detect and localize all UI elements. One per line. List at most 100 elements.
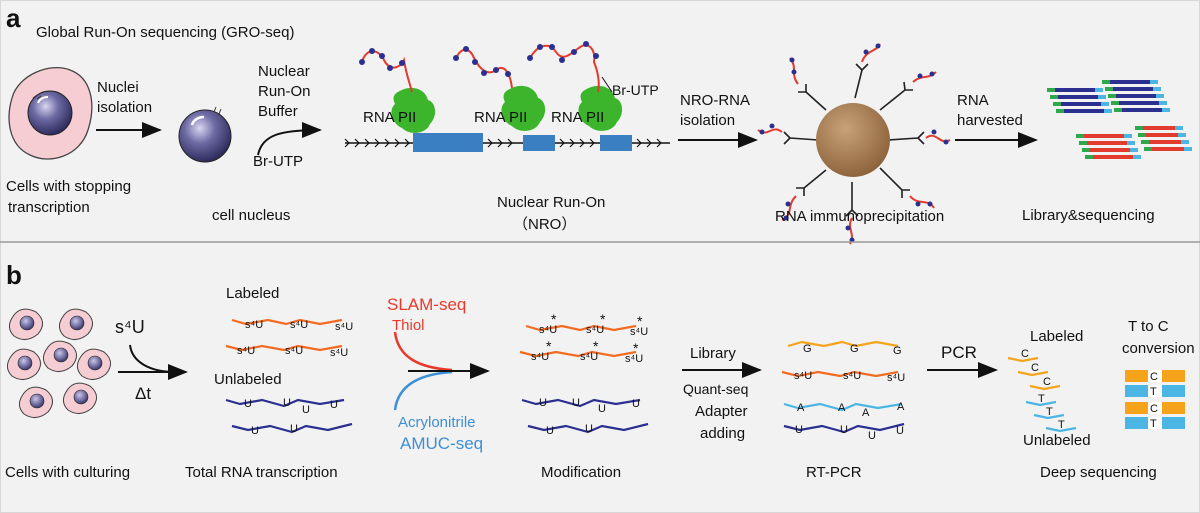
mod-u-2: U <box>572 397 580 409</box>
mod-s4u-1: s⁴U <box>539 324 557 336</box>
rtpcr-unlabeled-strands <box>783 402 905 434</box>
brutp-tag: Br-UTP <box>612 82 659 98</box>
modified-labeled-strands <box>519 324 637 358</box>
t-to-c-label-2: conversion <box>1122 340 1195 357</box>
u-mark-4: U <box>330 399 338 411</box>
arrow-buffer <box>257 122 322 156</box>
g-mark-3: G <box>893 345 902 357</box>
rt-u-4: U <box>896 425 904 437</box>
unlabeled-rna-strands <box>225 398 353 434</box>
library-b-label: Library <box>690 345 736 362</box>
harvest-label-1: RNA <box>957 92 989 109</box>
u-mark-2: U <box>283 397 291 409</box>
a-mark-3: A <box>862 407 870 419</box>
cell-nucleus-label: cell nucleus <box>212 207 290 224</box>
rt-pcr-label: RT-PCR <box>806 464 862 481</box>
amuc-seq-label: AMUC-seq <box>400 434 483 453</box>
conversion-reads-icon <box>1125 370 1185 429</box>
rip-label: RNA immunoprecipitation <box>775 208 944 225</box>
antibody-bead-icon <box>757 43 951 245</box>
adapter-label-2: adding <box>700 425 745 442</box>
read-t-1: T <box>1038 393 1045 405</box>
s4u-mark-4: s⁴U <box>237 345 255 357</box>
unlabeled-label: Unlabeled <box>214 371 282 388</box>
harvest-label-2: harvested <box>957 112 1023 129</box>
acrylonitrile-label: Acrylonitrile <box>398 414 476 431</box>
stopped-cell-icon <box>8 67 93 160</box>
mod-u-1: U <box>539 397 547 409</box>
library-reads-icon <box>1047 80 1192 159</box>
delta-t-label: Δt <box>135 384 151 403</box>
star-5: * <box>593 338 599 354</box>
s4u-mark-6: s⁴U <box>330 347 348 359</box>
nuclei-label-2: isolation <box>97 99 152 116</box>
rt-u-1: U <box>795 424 803 436</box>
brutp-pointer <box>601 76 613 93</box>
mod-u-3: U <box>598 403 606 415</box>
star-1: * <box>551 311 557 327</box>
read-c-2: C <box>1031 362 1039 374</box>
rt-u-2: U <box>840 424 848 436</box>
read-t-2: T <box>1046 406 1053 418</box>
nro-rna-label-1: NRO-RNA <box>680 92 750 109</box>
modified-unlabeled-strands <box>521 398 649 434</box>
nascent-rna <box>361 44 600 93</box>
panel-a-title: Global Run-On sequencing (GRO-seq) <box>36 24 294 41</box>
u-mark-3: U <box>302 404 310 416</box>
rna-pii-label-3: RNA PII <box>551 109 604 126</box>
conv-c-1: C <box>1150 371 1158 383</box>
u-mark-1: U <box>244 398 252 410</box>
thiol-label: Thiol <box>392 317 425 334</box>
brutp-label: Br-UTP <box>253 153 303 170</box>
mod-s4u-6: s⁴U <box>625 353 643 365</box>
labeled-2-label: Labeled <box>1030 328 1083 345</box>
amuc-curve <box>393 370 453 411</box>
panel-a-letter: a <box>6 3 21 33</box>
labeled-label: Labeled <box>226 285 279 302</box>
read-t-3: T <box>1058 419 1065 431</box>
s4u-reagent-label: s⁴U <box>115 317 145 337</box>
star-4: * <box>546 338 552 354</box>
pcr-label: PCR <box>941 343 977 362</box>
u-mark-6: U <box>290 423 298 435</box>
rna-pii-label-1: RNA PII <box>363 109 416 126</box>
cell-nucleus-icon <box>178 106 232 163</box>
mod-s4u-4: s⁴U <box>531 351 549 363</box>
adapter-label-1: Adapter <box>695 403 748 420</box>
mod-s4u-5: s⁴U <box>580 351 598 363</box>
buffer-label-3: Buffer <box>258 103 298 120</box>
read-c-1: C <box>1021 348 1029 360</box>
s4u-mark-5: s⁴U <box>285 345 303 357</box>
conv-c-2: C <box>1150 403 1158 415</box>
cells-stopping-label-2: transcription <box>8 199 90 216</box>
mod-s4u-3: s⁴U <box>630 326 648 338</box>
slam-seq-label: SLAM-seq <box>387 295 466 314</box>
star-3: * <box>637 313 643 329</box>
dna-strand <box>344 133 670 152</box>
a-mark-2: A <box>838 402 846 414</box>
conv-t-2: T <box>1150 418 1157 430</box>
cells-culturing-label: Cells with culturing <box>5 464 130 481</box>
g-mark-1: G <box>803 343 812 355</box>
modification-label: Modification <box>541 464 621 481</box>
rna-pol-ii-2 <box>501 85 546 131</box>
quant-seq-label: Quant-seq <box>683 381 748 397</box>
rt-s4u-2: s⁴U <box>843 370 861 382</box>
rtpcr-labeled-strands <box>781 340 899 378</box>
rna-pii-label-2: RNA PII <box>474 109 527 126</box>
rna-pol-ii-3 <box>578 85 623 131</box>
mod-s4u-2: s⁴U <box>586 324 604 336</box>
deep-seq-label: Deep sequencing <box>1040 464 1157 481</box>
read-c-3: C <box>1043 376 1051 388</box>
brdu-beads <box>359 41 599 77</box>
star-2: * <box>600 311 606 327</box>
labeled-reads <box>1007 356 1061 391</box>
nuclei-label-1: Nuclei <box>97 79 139 96</box>
panel-b-letter: b <box>6 260 22 290</box>
g-mark-2: G <box>850 343 859 355</box>
library-label: Library&sequencing <box>1022 207 1155 224</box>
unlabeled-2-label: Unlabeled <box>1023 432 1091 449</box>
s4u-mark-1: s⁴U <box>245 319 263 331</box>
s4u-mark-2: s⁴U <box>290 319 308 331</box>
